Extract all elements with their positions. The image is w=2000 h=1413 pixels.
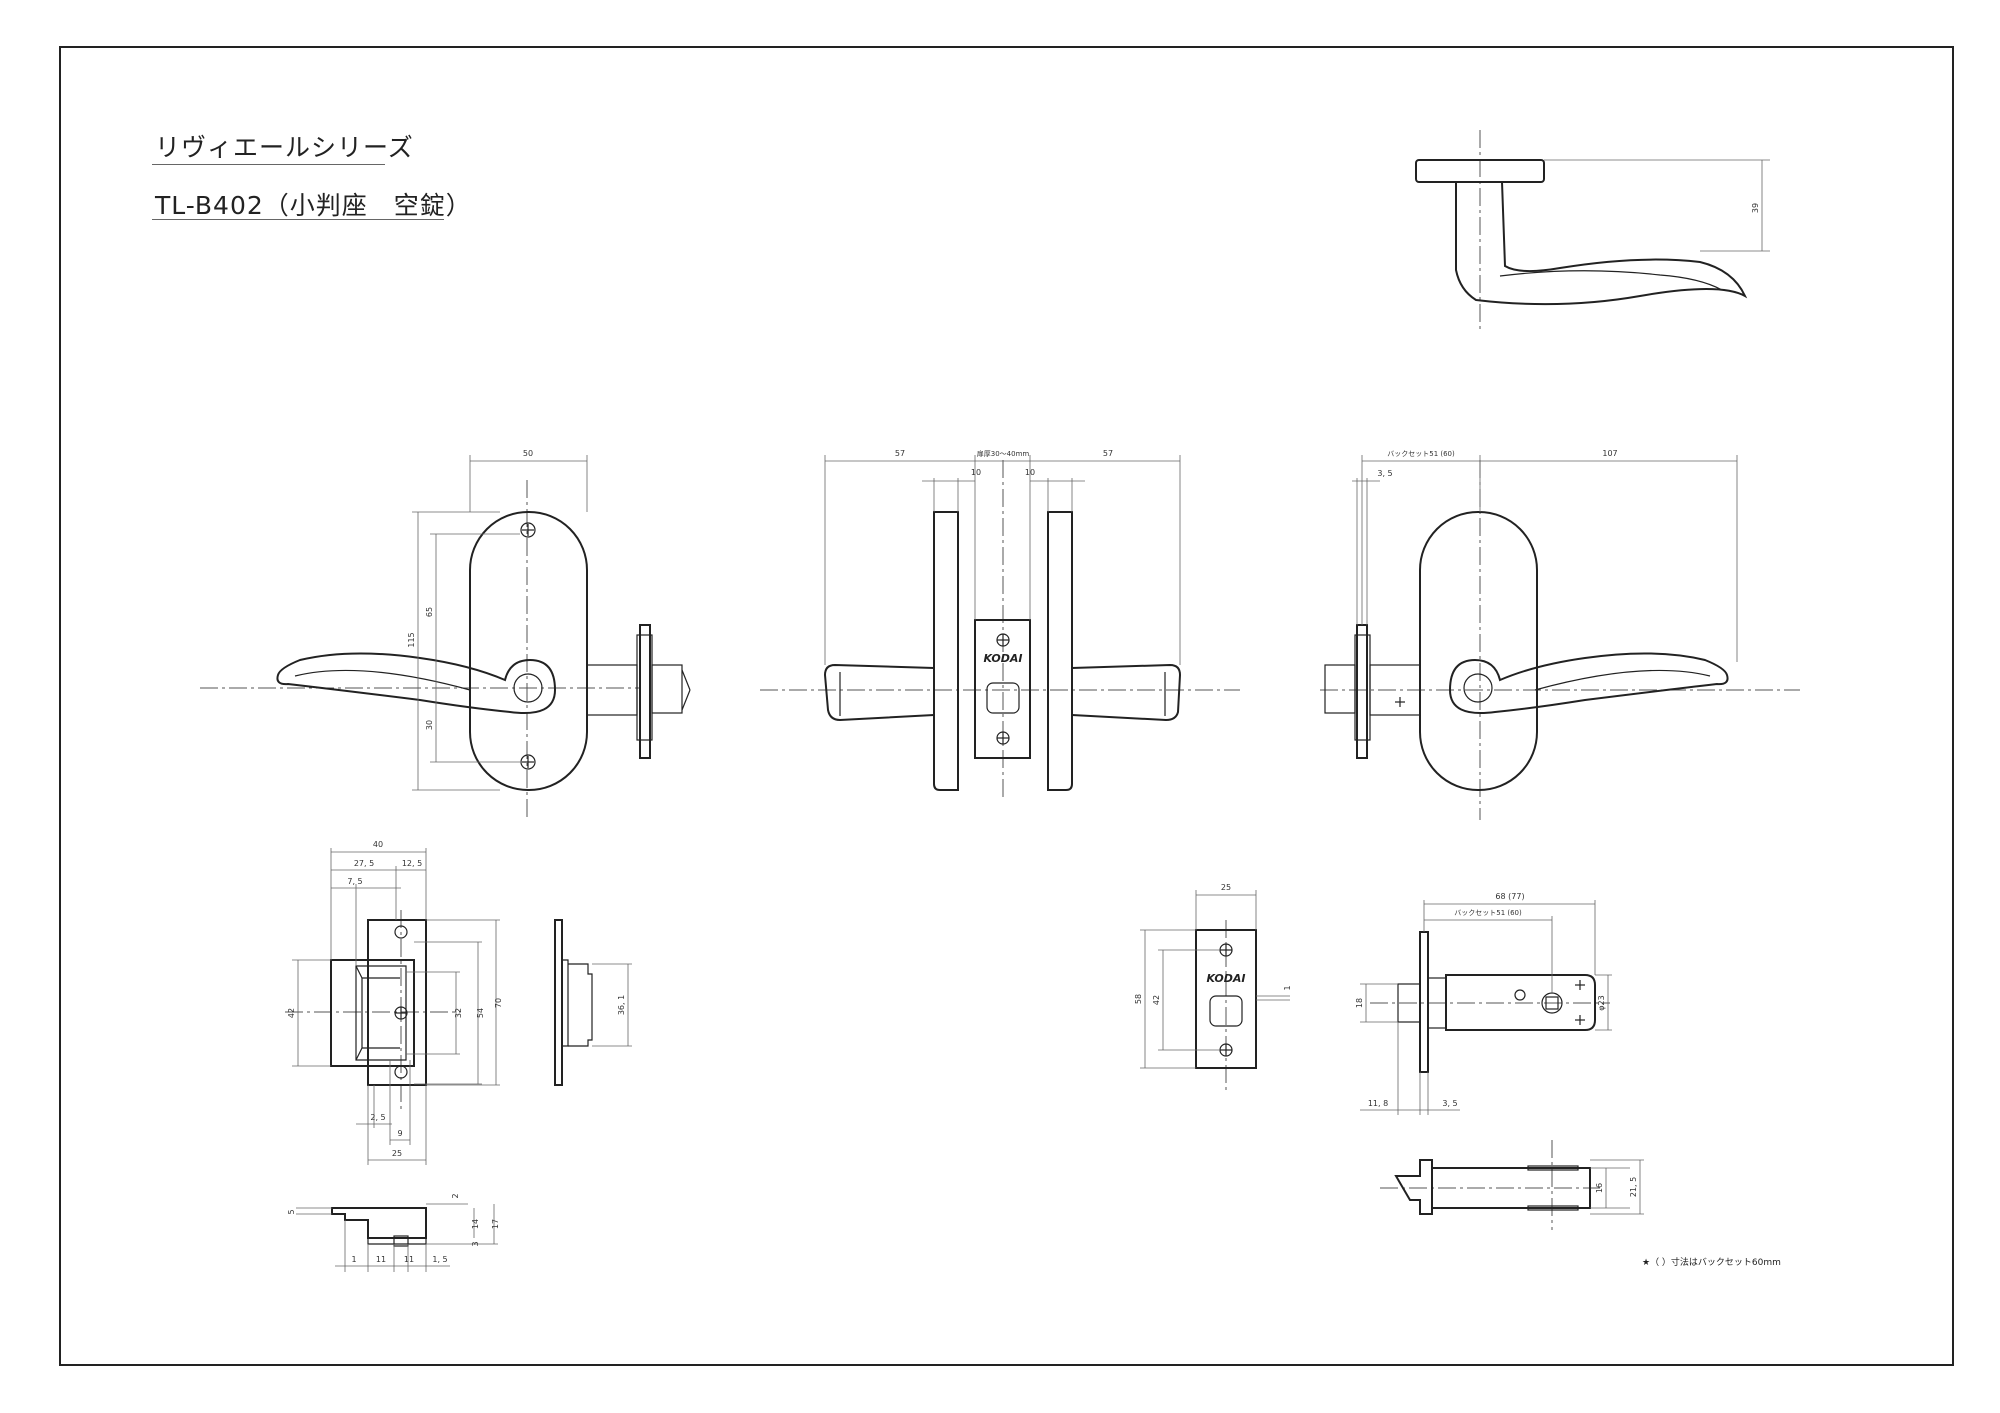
brand-mark-latch: KODAI — [1207, 972, 1246, 985]
series-underline — [152, 164, 385, 165]
dim-side-10-left: 10 — [971, 468, 981, 477]
dim-strike-275: 27, 5 — [354, 859, 374, 868]
dim-side-door-range: 扉厚30～40mm — [977, 449, 1030, 458]
dim-face-58: 58 — [1134, 994, 1143, 1004]
dim-back-backset: バックセット51 (60) — [1387, 450, 1455, 458]
latch-side-view: 68 (77) バックセット51 (60) 18 φ23 11, 8 3, 5 — [1355, 892, 1612, 1115]
dim-strike-40: 40 — [373, 840, 383, 849]
footnote: ★（ ）寸法はバックセット60mm — [1642, 1256, 1781, 1268]
dim-face-42: 42 — [1152, 995, 1161, 1005]
dim-front-width-50: 50 — [523, 449, 533, 458]
dim-top-handle-39: 39 — [1751, 203, 1760, 213]
latch-face-view: KODAI 25 58 42 1 — [1134, 883, 1292, 1090]
brand-mark-side: KODAI — [984, 652, 1023, 665]
dim-strike-42: 42 — [287, 1008, 296, 1018]
dim-latch-68: 68 (77) — [1495, 892, 1524, 901]
dim-back-35: 3, 5 — [1377, 469, 1392, 478]
dim-box-5: 5 — [287, 1209, 296, 1214]
dim-latch-phi23: φ23 — [1597, 995, 1606, 1010]
dim-box-17: 17 — [491, 1219, 500, 1229]
side-view: KODAI 57 扉厚30～40mm 57 10 10 — [760, 449, 1240, 800]
front-view: 50 115 65 30 — [200, 449, 691, 820]
dim-strike-9: 9 — [397, 1129, 402, 1138]
dim-side-57-right: 57 — [1103, 449, 1113, 458]
dim-strike-54: 54 — [476, 1008, 485, 1018]
strike-side-view: 36, 1 — [554, 919, 632, 1086]
dim-side-10-right: 10 — [1025, 468, 1035, 477]
dim-front-115: 115 — [407, 632, 416, 647]
dim-strike-25a: 2, 5 — [370, 1113, 385, 1122]
dim-strike-side-361: 36, 1 — [617, 995, 626, 1015]
dim-box-15: 1, 5 — [432, 1255, 447, 1264]
dim-strike-125: 12, 5 — [402, 859, 422, 868]
series-title: リヴィエールシリーズ — [155, 133, 414, 162]
back-view: バックセット51 (60) 107 3, 5 — [1320, 449, 1800, 820]
dim-box-11a: 11 — [376, 1255, 386, 1264]
dim-strike-32: 32 — [454, 1008, 463, 1018]
dim-face-25: 25 — [1221, 883, 1231, 892]
dim-strike-70: 70 — [494, 998, 503, 1008]
dim-front-65: 65 — [425, 607, 434, 617]
dim-strike-75: 7, 5 — [347, 877, 362, 886]
dim-latch-35: 3, 5 — [1442, 1099, 1457, 1108]
dim-front-30: 30 — [425, 720, 434, 730]
dim-box-3: 3 — [471, 1241, 480, 1246]
handle-top-view: 39 — [1415, 130, 1770, 330]
dim-box-14: 14 — [471, 1219, 480, 1229]
dim-box-1: 1 — [351, 1255, 356, 1264]
dim-box-2: 2 — [451, 1193, 460, 1198]
dim-box-11b: 11 — [404, 1255, 414, 1264]
model-underline — [152, 219, 444, 220]
dim-latch-215: 21, 5 — [1629, 1177, 1638, 1197]
dim-back-107: 107 — [1602, 449, 1617, 458]
dim-side-57-left: 57 — [895, 449, 905, 458]
dim-face-1: 1 — [1283, 985, 1292, 990]
model-title: TL-B402（小判座 空錠） — [155, 191, 472, 220]
dim-latch-18: 18 — [1355, 998, 1364, 1008]
dim-latch-16: 16 — [1595, 1183, 1604, 1193]
strike-front-view: 40 27, 5 12, 5 7, 5 42 32 54 70 25 2, 5 — [285, 840, 503, 1165]
dim-strike-25: 25 — [392, 1149, 402, 1158]
drawing-frame — [59, 46, 1954, 1366]
strike-box-view: 5 2 14 17 3 1 11 11 1, 5 — [287, 1193, 500, 1272]
dim-latch-118: 11, 8 — [1368, 1099, 1388, 1108]
dim-latch-backset: バックセット51 (60) — [1454, 909, 1522, 917]
latch-top-view: 16 21, 5 — [1380, 1140, 1644, 1230]
